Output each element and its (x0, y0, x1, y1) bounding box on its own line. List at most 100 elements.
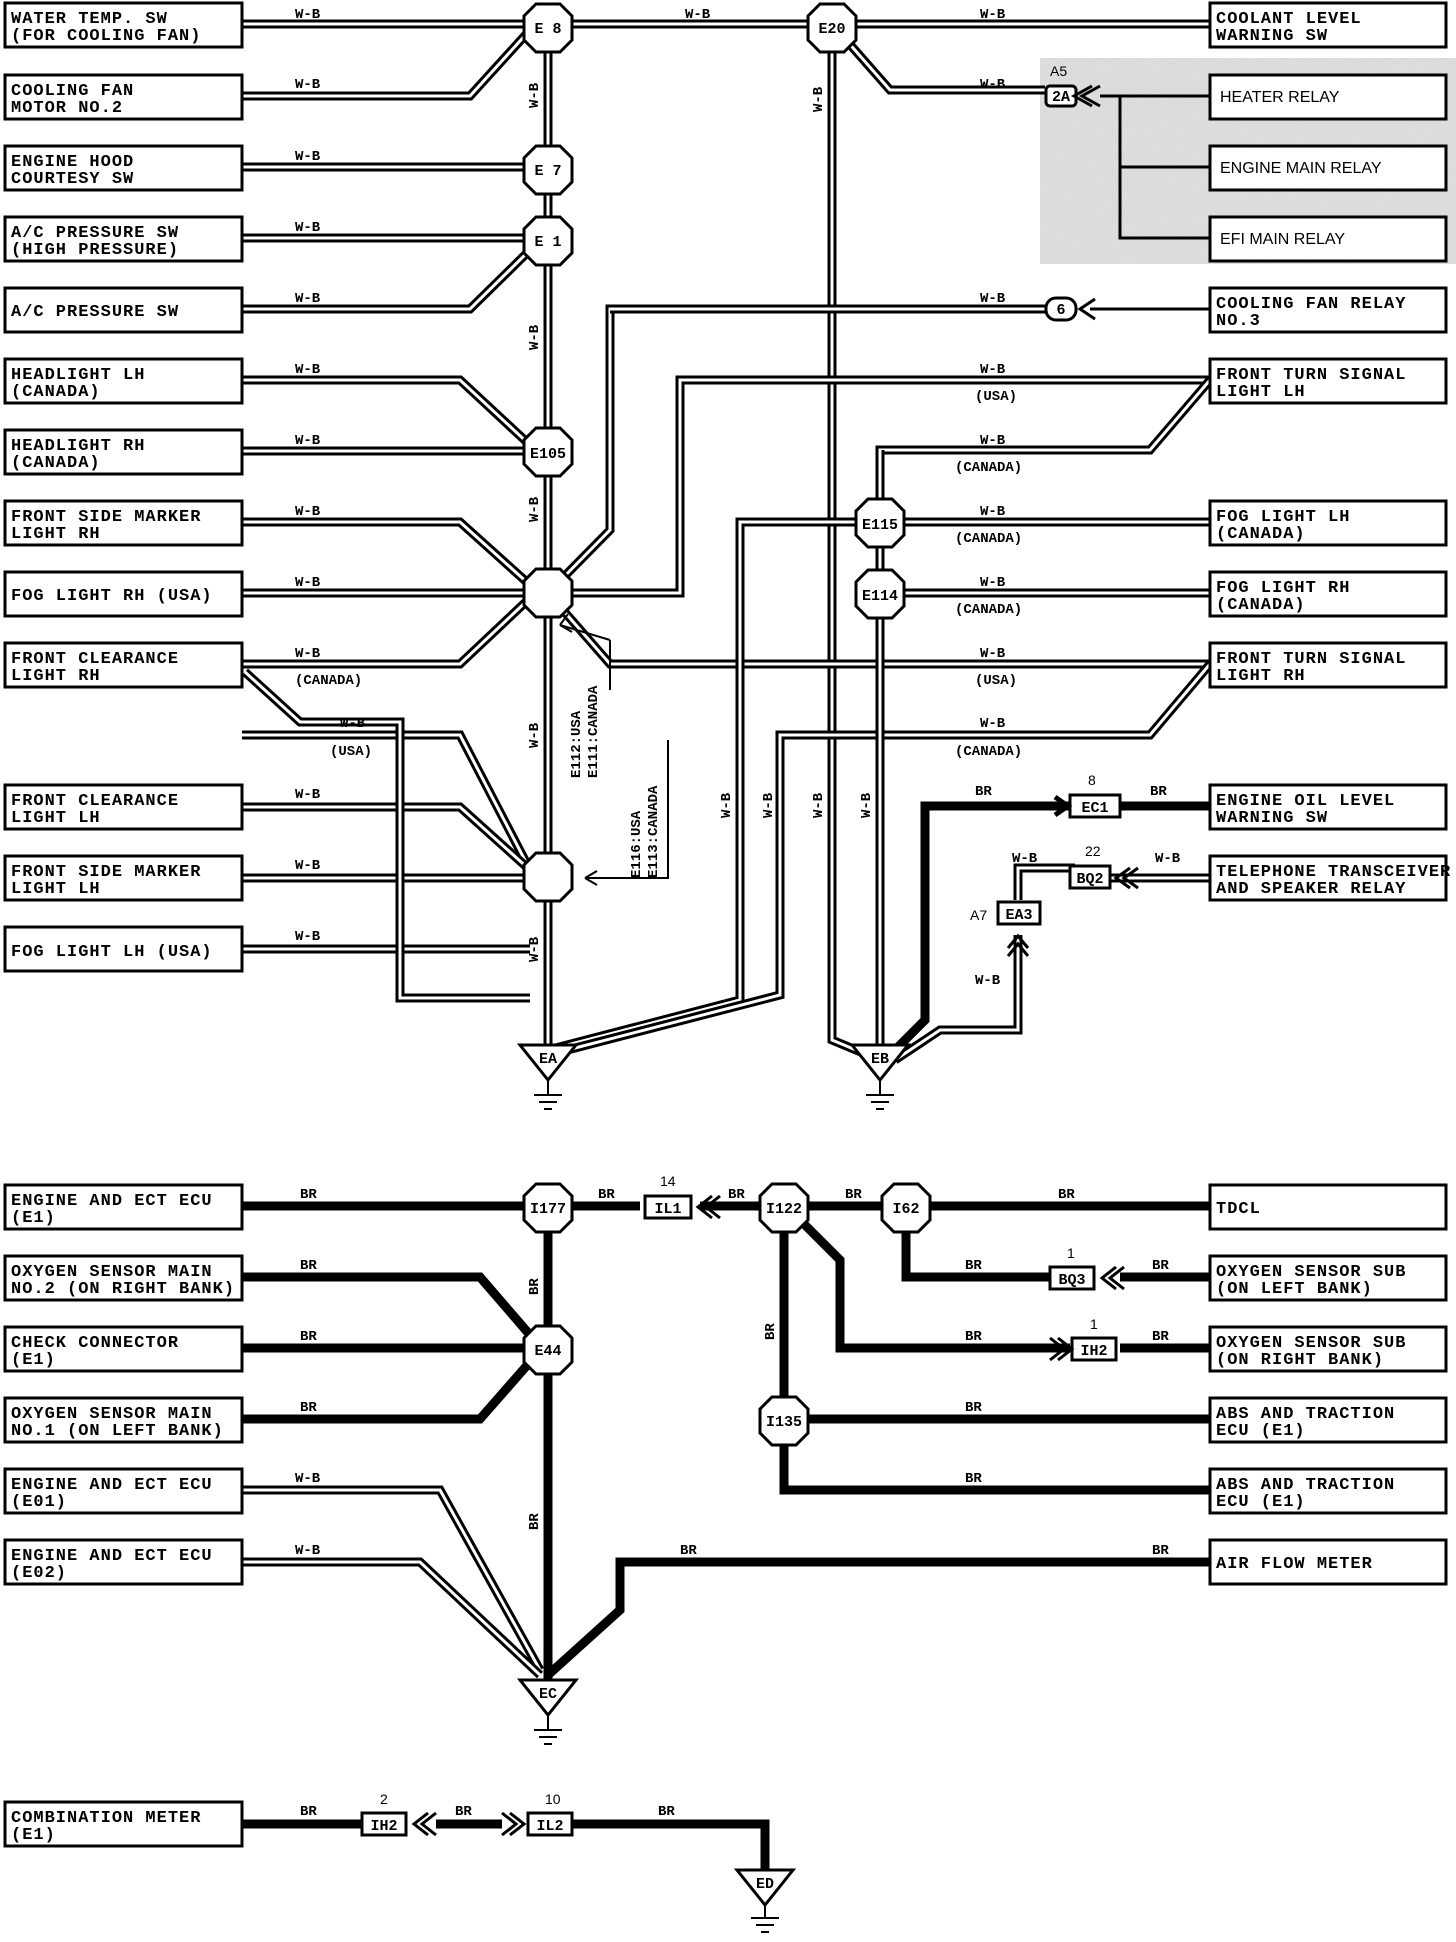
svg-text:ED: ED (756, 1876, 774, 1893)
svg-text:E115: E115 (862, 517, 898, 534)
junction-e8: E 8 (522, 2, 574, 54)
svg-text:FRONT TURN SIGNAL: FRONT TURN SIGNAL (1216, 650, 1406, 669)
junction-i62: I62 (880, 1182, 932, 1234)
svg-text:I62: I62 (892, 1201, 919, 1218)
svg-text:E112:USA: E112:USA (569, 710, 585, 778)
svg-text:IH2: IH2 (370, 1818, 397, 1835)
svg-text:AND SPEAKER RELAY: AND SPEAKER RELAY (1216, 880, 1406, 899)
grounds-upper: EA EB (516, 1043, 912, 1110)
svg-text:BR: BR (598, 1187, 615, 1203)
svg-text:(USA): (USA) (975, 389, 1017, 405)
svg-text:COOLING FAN RELAY: COOLING FAN RELAY (1216, 295, 1406, 314)
svg-text:MOTOR NO.2: MOTOR NO.2 (11, 99, 123, 118)
svg-text:BR: BR (975, 784, 992, 800)
svg-text:(E01): (E01) (11, 1493, 67, 1512)
svg-text:BR: BR (965, 1258, 982, 1274)
component-engine-ect-ecu-e02: ENGINE AND ECT ECU(E02) (3, 1538, 244, 1586)
svg-text:W-B: W-B (527, 324, 543, 350)
component-fog-light-lh-usa: FOG LIGHT LH (USA) (3, 925, 244, 973)
svg-text:W-B: W-B (719, 792, 735, 818)
svg-text:COURTESY SW: COURTESY SW (11, 170, 134, 189)
br-code-labels: BR BR BR BR BR BR BR BR BR BR BR BR BR B… (295, 1187, 1169, 1820)
component-oxygen-sub-left: OXYGEN SENSOR SUB(ON LEFT BANK) (1208, 1254, 1448, 1302)
relay-bus (1100, 94, 1210, 240)
svg-text:BQ2: BQ2 (1076, 871, 1103, 888)
svg-text:(CANADA): (CANADA) (955, 744, 1022, 760)
svg-text:FRONT SIDE MARKER: FRONT SIDE MARKER (11, 508, 201, 527)
svg-text:LIGHT RH: LIGHT RH (11, 525, 101, 544)
component-water-temp-sw: WATER TEMP. SW(FOR COOLING FAN) (3, 1, 244, 49)
svg-text:BR: BR (728, 1187, 745, 1203)
connector-bq3: 1 BQ3 (1048, 1245, 1125, 1291)
svg-text:6: 6 (1056, 302, 1065, 319)
svg-text:(CANADA): (CANADA) (11, 383, 101, 402)
junction-e20: E20 (806, 2, 858, 54)
svg-text:COOLANT LEVEL: COOLANT LEVEL (1216, 10, 1362, 29)
svg-text:OXYGEN SENSOR SUB: OXYGEN SENSOR SUB (1216, 1334, 1406, 1353)
svg-text:NO.1 (ON LEFT BANK): NO.1 (ON LEFT BANK) (11, 1422, 224, 1441)
connector-fan-6: 6 (610, 296, 1210, 322)
svg-text:ECU (E1): ECU (E1) (1216, 1422, 1306, 1441)
svg-text:BR: BR (300, 1804, 317, 1820)
svg-text:ENGINE HOOD: ENGINE HOOD (11, 153, 134, 172)
junction-i135: I135 (758, 1395, 810, 1447)
svg-text:FRONT SIDE MARKER: FRONT SIDE MARKER (11, 863, 201, 882)
svg-text:(E1): (E1) (11, 1209, 56, 1228)
svg-text:(E1): (E1) (11, 1826, 56, 1845)
component-fog-light-rh-usa: FOG LIGHT RH (USA) (3, 570, 244, 618)
svg-text:E44: E44 (534, 1343, 561, 1360)
svg-text:A/C PRESSURE SW: A/C PRESSURE SW (11, 224, 179, 243)
svg-text:(CANADA): (CANADA) (1216, 525, 1306, 544)
svg-text:BR: BR (965, 1329, 982, 1345)
svg-text:ENGINE AND ECT ECU: ENGINE AND ECT ECU (11, 1476, 213, 1495)
component-ac-pressure-sw-high: A/C PRESSURE SW(HIGH PRESSURE) (3, 215, 244, 263)
ground-ed: ED (733, 1868, 797, 1933)
svg-text:OXYGEN SENSOR SUB: OXYGEN SENSOR SUB (1216, 1263, 1406, 1282)
svg-text:W-B: W-B (295, 1471, 321, 1487)
svg-text:W-B: W-B (295, 1543, 321, 1559)
component-air-flow-meter: AIR FLOW METER (1208, 1538, 1448, 1586)
svg-text:A/C PRESSURE SW: A/C PRESSURE SW (11, 303, 179, 322)
svg-text:(CANADA): (CANADA) (11, 454, 101, 473)
svg-text:(CANADA): (CANADA) (955, 602, 1022, 618)
svg-text:(ON LEFT BANK): (ON LEFT BANK) (1216, 1280, 1373, 1299)
svg-text:BR: BR (1152, 1329, 1169, 1345)
ground-ec: EC (516, 1678, 580, 1745)
svg-text:W-B: W-B (1155, 851, 1181, 867)
component-headlight-lh: HEADLIGHT LH(CANADA) (3, 357, 244, 405)
component-check-connector: CHECK CONNECTOR(E1) (3, 1325, 244, 1373)
junction-i122: I122 (758, 1182, 810, 1234)
br-wires-bottom (242, 1819, 770, 1870)
connector-il1: 14 IL1 (643, 1173, 721, 1220)
component-engine-ect-ecu-e1-a: ENGINE AND ECT ECU(E1) (3, 1183, 244, 1231)
component-combination-meter: COMBINATION METER(E1) (3, 1800, 244, 1848)
svg-text:W-B: W-B (980, 77, 1006, 93)
svg-text:E 1: E 1 (534, 234, 561, 251)
svg-text:I122: I122 (766, 1201, 802, 1218)
svg-text:BQ3: BQ3 (1058, 1272, 1085, 1289)
svg-text:W-B: W-B (295, 77, 321, 93)
svg-text:NO.3: NO.3 (1216, 312, 1261, 331)
svg-text:W-B: W-B (859, 792, 875, 818)
junctions-lower: I177 I122 I62 E44 I135 (522, 1182, 932, 1447)
svg-text:WARNING SW: WARNING SW (1216, 809, 1328, 828)
left-components-lower: ENGINE AND ECT ECU(E1) OXYGEN SENSOR MAI… (3, 1183, 244, 1848)
junction-i177: I177 (522, 1182, 574, 1234)
component-tdcl: TDCL (1208, 1183, 1448, 1231)
svg-text:W-B: W-B (295, 504, 321, 520)
svg-text:(E02): (E02) (11, 1564, 67, 1583)
svg-text:ENGINE AND ECT ECU: ENGINE AND ECT ECU (11, 1192, 213, 1211)
junction-e116 (522, 851, 574, 903)
